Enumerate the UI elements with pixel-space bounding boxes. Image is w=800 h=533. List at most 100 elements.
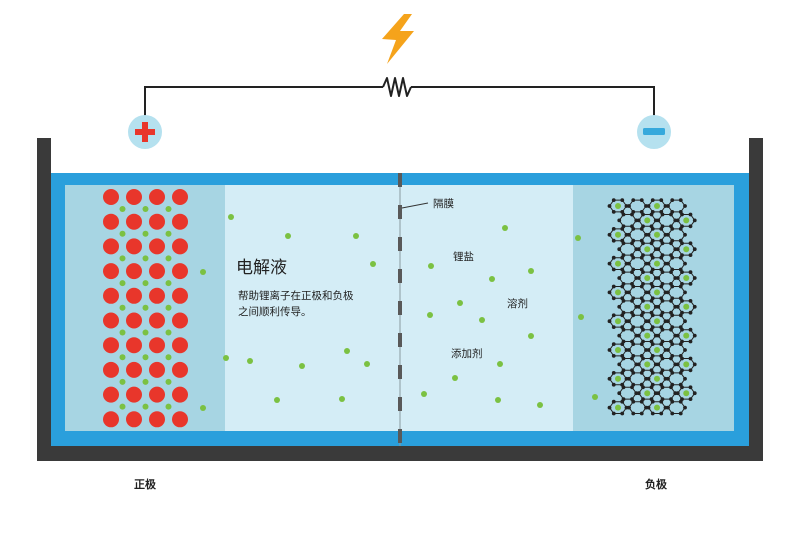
carbon-atom	[650, 313, 655, 318]
red-atom	[149, 213, 165, 230]
carbon-atom	[627, 348, 631, 352]
carbon-atom	[650, 198, 655, 203]
red-atom	[149, 386, 165, 403]
carbon-atom	[692, 304, 697, 309]
red-atom	[103, 312, 119, 329]
carbon-atom	[646, 376, 651, 381]
carbon-atom	[620, 399, 625, 404]
lithium-ion	[274, 397, 280, 403]
carbon-atom	[659, 411, 664, 416]
anode-graphite	[607, 198, 697, 416]
lithium-ion	[119, 378, 126, 385]
carbon-atom	[621, 212, 626, 217]
minus-icon	[643, 128, 665, 135]
lithium-ion	[142, 304, 149, 311]
red-atom	[126, 189, 142, 205]
red-atom	[103, 287, 119, 304]
carbon-atom	[627, 319, 631, 324]
carbon-atom	[669, 241, 673, 246]
carbon-atom	[617, 304, 622, 309]
lithium-ion	[165, 329, 172, 336]
lithium-ion	[654, 318, 660, 325]
carbon-atom	[607, 319, 612, 324]
lithium-ion	[142, 280, 149, 287]
lithium-ion	[683, 332, 690, 339]
lithium-ion	[654, 375, 660, 382]
red-atom	[149, 337, 165, 354]
carbon-atom	[656, 247, 661, 252]
carbon-atom	[688, 212, 693, 217]
positive-electrode-label: 正极	[134, 477, 157, 491]
carbon-atom	[636, 362, 641, 367]
red-atom	[172, 189, 188, 205]
carbon-atom	[675, 362, 680, 367]
lithium-ion	[578, 314, 584, 320]
carbon-atom	[611, 267, 616, 272]
lithium-ion	[489, 276, 495, 282]
carbon-atom	[659, 399, 664, 404]
carbon-atom	[692, 218, 697, 223]
carbon-atom	[631, 255, 636, 260]
lithium-ion	[528, 268, 534, 274]
lithium-ion	[165, 354, 172, 361]
separator-label: 隔膜	[433, 198, 454, 210]
carbon-atom	[669, 270, 673, 275]
carbon-atom	[675, 304, 680, 309]
red-atom	[126, 337, 142, 354]
carbon-atom	[660, 212, 665, 217]
carbon-atom	[688, 327, 693, 332]
carbon-atom	[683, 319, 687, 324]
red-atom	[103, 238, 119, 255]
carbon-atom	[630, 241, 634, 246]
lithium-ion	[119, 354, 126, 361]
carbon-atom	[646, 261, 651, 266]
carbon-atom	[641, 327, 645, 332]
carbon-atom	[666, 348, 670, 352]
lithium-ion	[644, 332, 651, 339]
carbon-atom	[611, 342, 616, 347]
carbon-atom	[611, 227, 616, 231]
carbon-atom	[678, 342, 683, 347]
carbon-atom	[666, 290, 670, 295]
carbon-atom	[669, 299, 673, 303]
carbon-atom	[611, 382, 616, 387]
carbon-atom	[650, 342, 655, 347]
carbon-atom	[636, 333, 641, 338]
red-atom	[103, 213, 119, 230]
carbon-atom	[621, 241, 626, 246]
lithium-ion	[615, 231, 621, 238]
carbon-atom	[678, 284, 683, 289]
carbon-atom	[678, 227, 683, 231]
carbon-atom	[659, 284, 664, 289]
lithium-ion	[615, 347, 621, 353]
carbon-atom	[666, 405, 670, 410]
lithium-ion	[683, 303, 690, 310]
carbon-atom	[656, 362, 661, 367]
lithium-ion	[165, 230, 172, 237]
lithium-ion	[119, 230, 126, 237]
carbon-atom	[692, 362, 697, 367]
carbon-atom	[641, 241, 645, 246]
carbon-atom	[630, 385, 634, 390]
lithium-ion	[654, 231, 660, 238]
lithium-ion	[142, 230, 149, 237]
tank-bottom	[37, 446, 763, 461]
lithium-ion	[615, 289, 621, 296]
carbon-atom	[678, 198, 683, 203]
red-atom	[149, 189, 165, 205]
carbon-atom	[649, 327, 654, 332]
lithium-ion	[353, 233, 359, 239]
carbon-atom	[611, 284, 616, 289]
carbon-atom	[669, 327, 673, 332]
carbon-atom	[620, 411, 625, 416]
carbon-atom	[607, 376, 612, 381]
carbon-atom	[688, 310, 693, 315]
lithium-ion	[223, 355, 229, 361]
carbon-atom	[666, 204, 670, 208]
red-atom	[172, 263, 188, 280]
carbon-atom	[692, 391, 697, 396]
separator	[398, 173, 429, 446]
lithium-ion	[644, 390, 651, 397]
carbon-atom	[639, 313, 644, 318]
lithium-ion	[654, 404, 660, 411]
